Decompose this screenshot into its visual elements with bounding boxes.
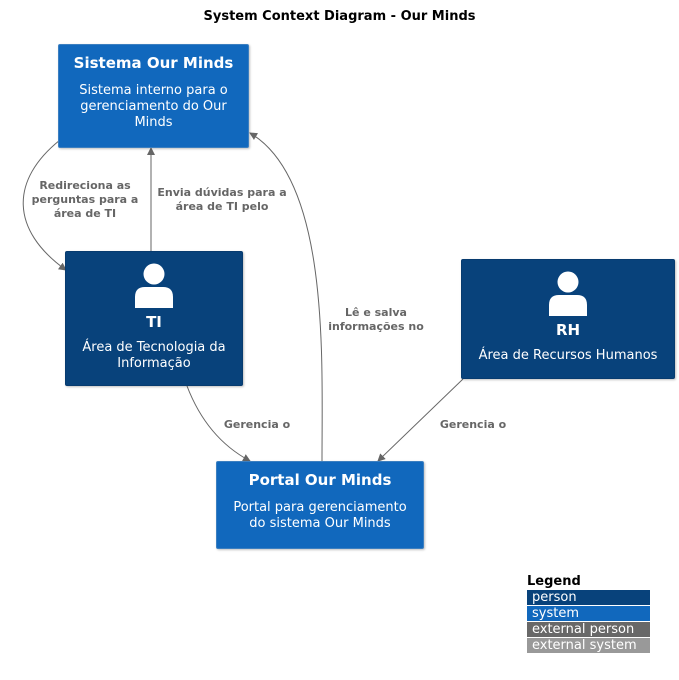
person-icon — [135, 263, 173, 308]
edge-label-ti-to-sistema: Envia dúvidas para a área de TI pelo — [157, 186, 287, 213]
node-title: Portal Our Minds — [248, 471, 392, 489]
edge-label-rh-to-portal: Gerencia o — [439, 418, 507, 431]
edge-portal-to-sistema — [249, 132, 323, 462]
node-title: RH — [555, 321, 581, 339]
legend-item-person: person — [527, 590, 650, 605]
node-sistema-our-minds[interactable]: Sistema Our Minds Sistema interno para o… — [58, 44, 249, 148]
node-title: TI — [146, 313, 162, 331]
node-portal-our-minds[interactable]: Portal Our Minds Portal para gerenciamen… — [216, 461, 424, 549]
node-description: Portal para gerenciamento do sistema Our… — [233, 500, 407, 531]
edge-label-sistema-to-ti: Redireciona as perguntas para a área de … — [31, 179, 139, 220]
node-description: Área de Recursos Humanos — [478, 348, 658, 363]
edge-label-ti-to-portal: Gerencia o — [223, 418, 291, 431]
diagram-title: System Context Diagram - Our Minds — [203, 9, 476, 24]
legend-item-external-person: external person — [527, 622, 650, 637]
legend: Legend person system external person ext… — [527, 574, 650, 653]
legend-item-system: system — [527, 606, 650, 621]
node-person-ti[interactable]: TI Área de Tecnologia da Informação — [65, 251, 243, 386]
person-icon — [549, 271, 587, 316]
node-description: Área de Tecnologia da Informação — [82, 340, 226, 371]
node-description: Sistema interno para o gerenciamento do … — [79, 83, 228, 130]
legend-item-external-system: external system — [527, 638, 650, 653]
legend-title: Legend — [527, 574, 581, 589]
edge-label-portal-to-sistema: Lê e salva informações no — [328, 306, 424, 333]
node-person-rh[interactable]: RH Área de Recursos Humanos — [461, 259, 675, 379]
node-title: Sistema Our Minds — [73, 54, 234, 72]
